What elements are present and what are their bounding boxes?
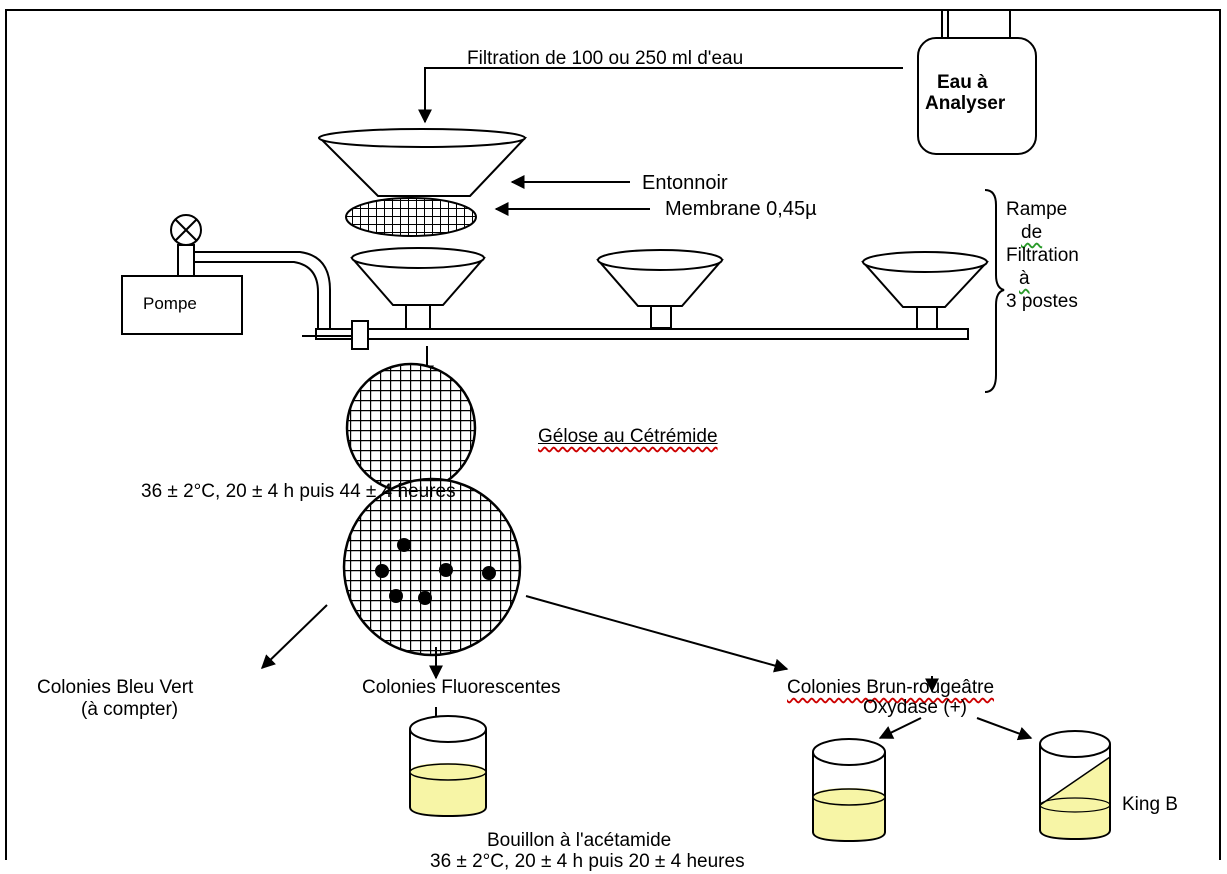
gelose-label: Gélose au Cétrémide [538,426,718,448]
bottle-label-line2: Analyser [925,93,1006,114]
bouillon-label-1: Bouillon à l'acétamide [487,830,672,851]
oxydase-tube-icon [812,738,886,843]
arrow-to-bleu-vert [260,604,328,669]
rampe-label-3: Filtration [1006,245,1079,266]
station-funnel-1 [350,247,486,330]
arrow-oxydase-left [878,717,922,739]
arrow-oxydase-right [976,717,1033,741]
colonies-plate-icon [342,477,522,657]
membrane-icon [345,197,477,237]
pump-icon [121,214,243,335]
rampe-brace [984,189,1005,393]
funnel-icon [317,128,528,197]
incubation-label: 36 ± 2°C, 20 ± 4 h puis 44 ± 4 heures [141,481,456,502]
entonnoir-label: Entonnoir [642,172,728,194]
arrow-to-brun [525,595,789,673]
filtration-label: Filtration de 100 ou 250 ml d'eau [467,48,744,69]
membrane-label: Membrane 0,45µ [665,198,817,220]
station-funnel-3 [861,251,989,330]
colonies-brun-text: Colonies Brun-rougeâtre [787,677,995,698]
acetamide-tube-icon [409,715,487,818]
rampe-label-1: Rampe [1006,199,1068,220]
king-b-tube-icon [1039,730,1111,841]
rampe-label-2: de [1021,222,1043,243]
gelose-label-text: Gélose au Cétrémide [538,426,718,447]
bouillon-label-2: 36 ± 2°C, 20 ± 4 h puis 20 ± 4 heures [430,851,745,872]
vacuum-hose [194,251,331,330]
king-b-label: King B [1122,794,1178,815]
water-bottle-icon [917,9,1037,155]
colonies-bleu-label-1: Colonies Bleu Vert [37,677,194,698]
pompe-label: Pompe [143,294,197,313]
colonies-brun-label: Colonies Brun-rougeâtre [787,677,994,699]
rampe-label-4: à [1019,268,1030,289]
bottle-label-line1: Eau à [937,72,988,93]
oxydase-label: Oxydase (+) [863,697,968,718]
rampe-label-5: 3 postes [1006,291,1078,312]
gelose-plate-icon [345,362,477,494]
colonies-bleu-label-2: (à compter) [81,699,179,720]
station-funnel-2 [596,249,724,329]
colonies-fluo-label: Colonies Fluorescentes [362,677,561,698]
filtration-arrow [418,67,903,124]
ramp-valve [351,320,369,350]
page-frame [5,9,1221,860]
filtration-ramp [315,328,969,340]
